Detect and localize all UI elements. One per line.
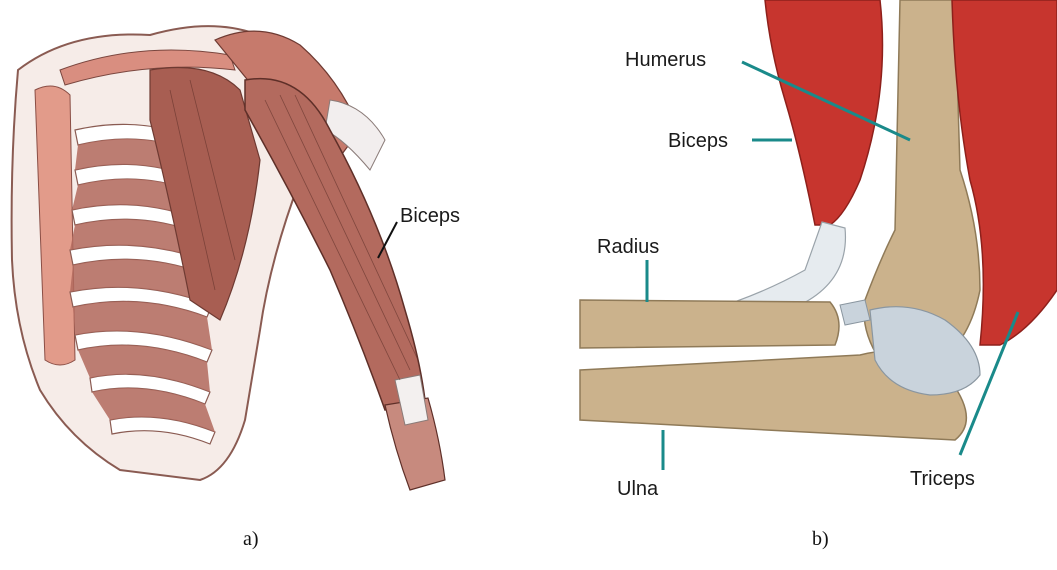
caption-b: b): [812, 528, 829, 551]
joint-cartilage-small: [840, 300, 870, 325]
panel-b-elbow-joint: Humerus Biceps Radius Ulna Triceps: [560, 0, 1057, 520]
radius-bone: [580, 300, 839, 348]
triceps-label: Triceps: [910, 468, 975, 490]
humerus-label: Humerus: [625, 49, 706, 71]
panel-a-chest-arm-engraving: Biceps: [0, 0, 510, 520]
panel-a-illustration: Biceps: [0, 0, 510, 520]
biceps-label-a: Biceps: [400, 205, 460, 227]
biceps-label-b: Biceps: [668, 130, 728, 152]
ulna-label: Ulna: [617, 478, 659, 500]
caption-a: a): [243, 528, 259, 551]
biceps-muscle: [765, 0, 883, 225]
radius-label: Radius: [597, 236, 659, 258]
panel-b-illustration: Humerus Biceps Radius Ulna Triceps: [560, 0, 1057, 520]
